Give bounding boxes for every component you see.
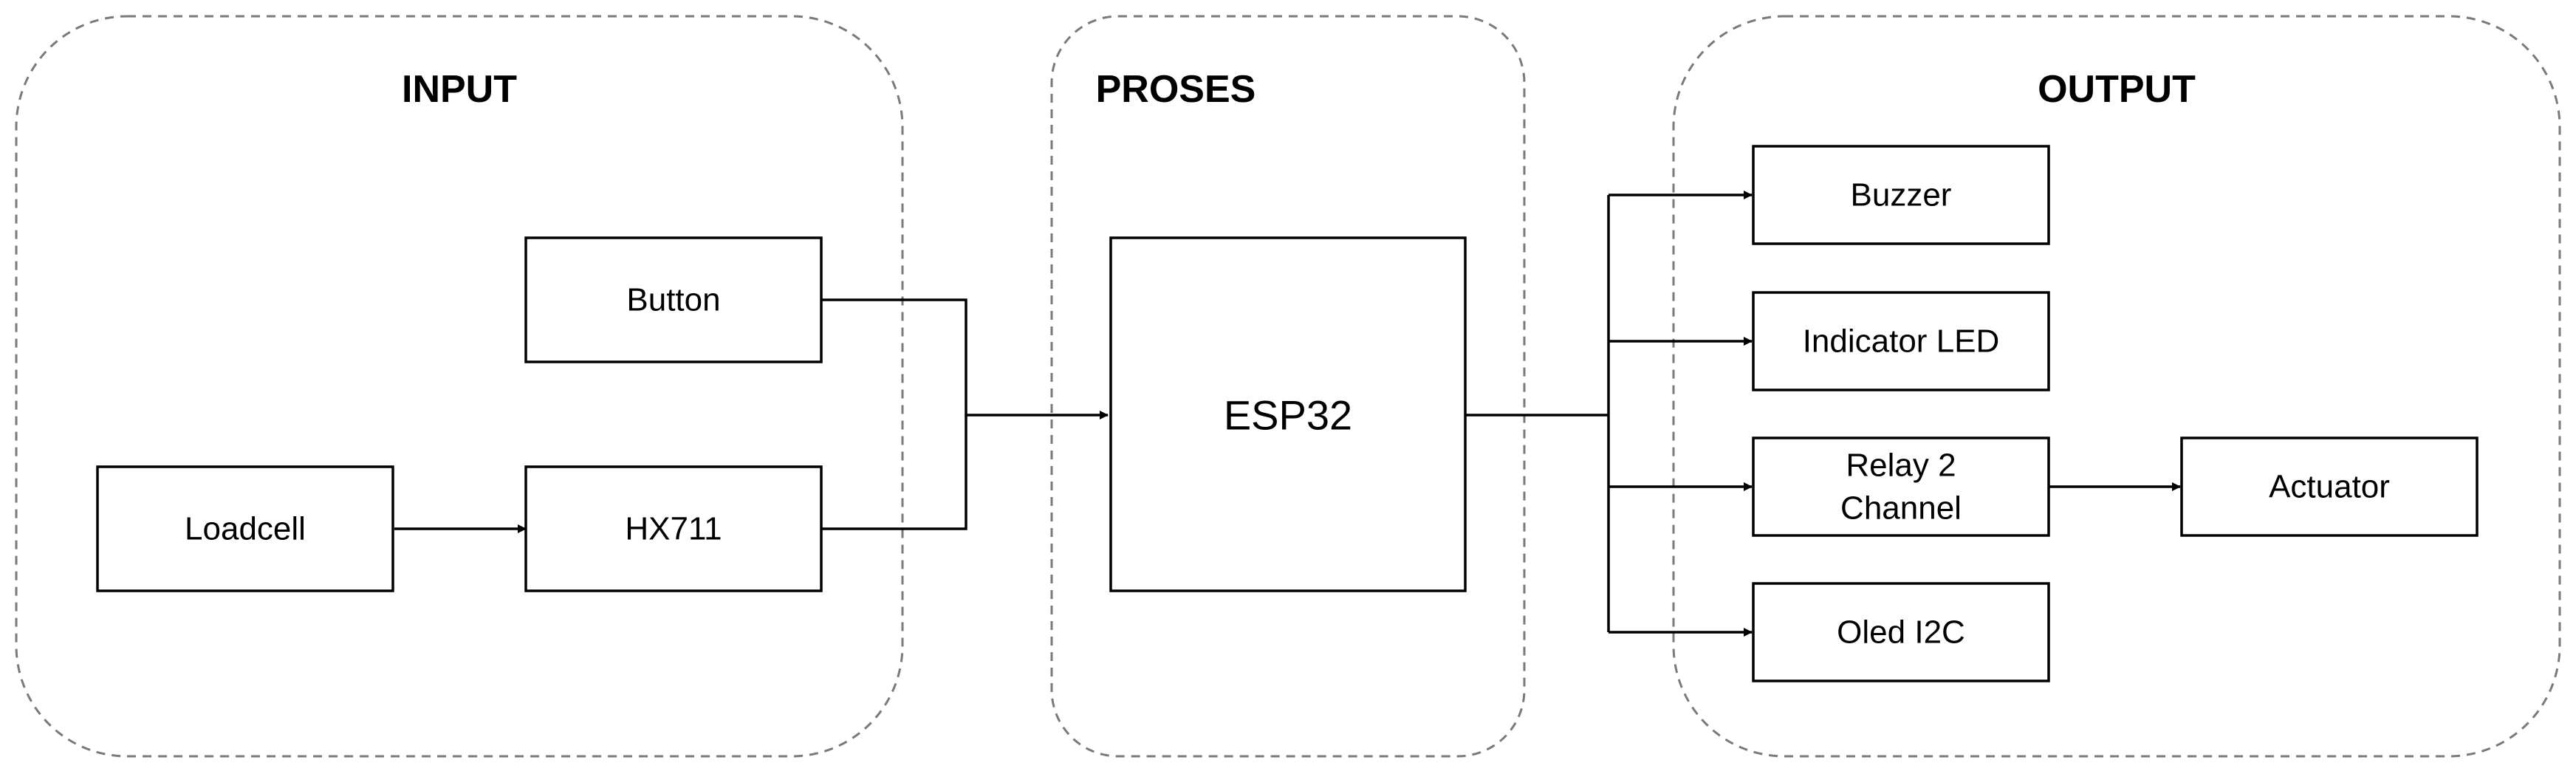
node-loadcell-label: Loadcell xyxy=(185,511,306,547)
node-indicator-led-box xyxy=(1752,291,2050,391)
node-actuator: Actuator xyxy=(2180,436,2479,537)
node-oled-box xyxy=(1752,582,2050,682)
node-relay-label-line2: Channel xyxy=(1840,490,1962,527)
node-esp32: ESP32 xyxy=(1109,236,1467,592)
node-hx711-box xyxy=(524,465,823,592)
node-button: Button xyxy=(524,236,823,363)
output-group-title: OUTPUT xyxy=(2038,68,2196,111)
process-group-box xyxy=(1050,15,1526,758)
node-oled: Oled I2C xyxy=(1752,582,2050,682)
node-button-label: Button xyxy=(626,282,720,318)
node-relay: Relay 2 Channel xyxy=(1752,436,2050,537)
process-group: PROSES xyxy=(1050,15,1526,758)
node-buzzer-box xyxy=(1752,145,2050,245)
node-hx711: HX711 xyxy=(524,465,823,592)
node-loadcell: Loadcell xyxy=(96,465,394,592)
process-group-title: PROSES xyxy=(1096,68,1256,111)
edge-hx711-to-esp32 xyxy=(821,415,967,530)
edge-button-to-esp32 xyxy=(821,298,1109,419)
input-group-box xyxy=(15,15,904,758)
node-oled-label: Oled I2C xyxy=(1837,614,1965,651)
node-relay-label-line1: Relay 2 xyxy=(1846,448,1956,484)
node-actuator-label: Actuator xyxy=(2269,469,2390,505)
output-group-box xyxy=(1672,15,2561,758)
connectors xyxy=(394,191,2181,637)
node-loadcell-box xyxy=(96,465,394,592)
node-button-box xyxy=(524,236,823,363)
input-group: INPUT xyxy=(15,15,904,758)
node-indicator-led-label: Indicator LED xyxy=(1803,323,2000,360)
node-relay-box xyxy=(1752,436,2050,537)
node-indicator-led: Indicator LED xyxy=(1752,291,2050,391)
node-esp32-label: ESP32 xyxy=(1224,392,1352,439)
node-esp32-box xyxy=(1109,236,1467,592)
node-actuator-box xyxy=(2180,436,2479,537)
node-buzzer: Buzzer xyxy=(1752,145,2050,245)
node-hx711-label: HX711 xyxy=(625,511,722,547)
node-buzzer-label: Buzzer xyxy=(1851,177,1952,213)
output-group: OUTPUT xyxy=(1672,15,2561,758)
input-group-title: INPUT xyxy=(402,68,517,111)
